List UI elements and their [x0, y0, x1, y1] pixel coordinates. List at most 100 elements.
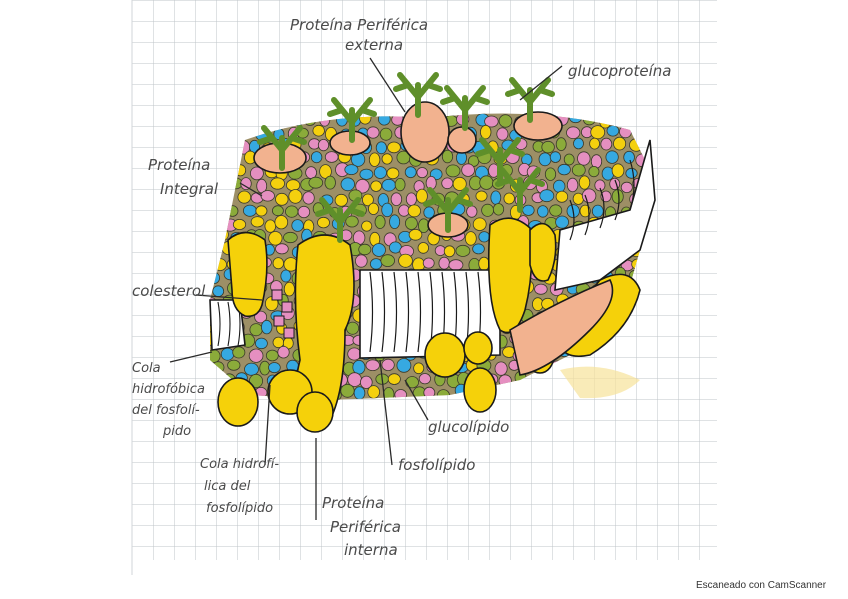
phospholipid-head — [566, 126, 581, 139]
phospholipid-head — [605, 150, 619, 164]
phospholipid-head — [590, 154, 603, 169]
phospholipid-head — [381, 153, 393, 165]
phospholipid-head — [291, 219, 304, 232]
phospholipid-head — [405, 376, 420, 389]
phospholipid-head — [386, 167, 400, 180]
phospholipid-head — [272, 336, 285, 349]
glycan-tree — [315, 197, 365, 243]
phospholipid-head — [347, 347, 362, 361]
phospholipid-head — [555, 215, 569, 229]
glycan-tree — [327, 97, 377, 143]
phospholipid-head — [237, 190, 252, 204]
phospholipid-head — [352, 359, 366, 375]
phospholipid-head — [248, 348, 264, 363]
peripheral-external-proteins — [253, 101, 614, 376]
glycan-tree — [423, 187, 473, 233]
phospholipid-head — [492, 203, 505, 216]
phospholipid-head — [340, 177, 356, 192]
phospholipid-head — [359, 375, 373, 389]
phospholipid-head — [324, 151, 339, 163]
phospholipid-head — [387, 373, 401, 385]
phospholipid-head — [365, 359, 380, 372]
phospholipid-head — [265, 349, 279, 362]
phospholipid-head — [317, 216, 330, 229]
phospholipid-head — [539, 189, 555, 203]
phospholipid-head — [484, 115, 499, 128]
phospholipid-head — [302, 191, 315, 205]
phospholipid-head — [394, 178, 406, 192]
phospholipid-head — [537, 205, 549, 218]
phospholipid-head — [472, 243, 485, 255]
phospholipid-head — [268, 362, 281, 374]
phospholipid-head — [250, 216, 265, 228]
phospholipid-head — [461, 163, 475, 177]
cholesterol — [271, 289, 295, 339]
phospholipid-head — [443, 245, 456, 258]
phospholipid-head — [416, 167, 428, 179]
phospholipid-head — [242, 204, 257, 217]
integral-protein-left — [227, 231, 268, 318]
phospholipid-head — [398, 253, 413, 268]
phospholipid-head — [549, 204, 563, 217]
phospholipid-head — [404, 216, 418, 230]
phospholipid-head — [496, 127, 509, 141]
label-glucoproteina: glucoproteína — [568, 62, 671, 80]
phospholipid-head — [594, 179, 606, 192]
phospholipid-head — [381, 202, 394, 218]
phospholipid-head — [588, 166, 600, 178]
phospholipid-head — [503, 192, 515, 205]
phospholipid-head — [227, 359, 241, 371]
phospholipid-head — [368, 152, 381, 167]
phospholipid-head — [381, 358, 395, 371]
phospholipid-head — [611, 163, 625, 178]
glycan-tree — [475, 137, 525, 183]
phospholipid-head — [310, 151, 323, 164]
phospholipid-head — [374, 214, 386, 229]
phospholipid-head — [270, 177, 286, 190]
phospholipid-head — [481, 203, 495, 217]
phospholipid-head — [613, 136, 627, 151]
phospholipid-head — [555, 137, 567, 152]
phospholipid-head — [418, 373, 431, 385]
label-glucolipido: glucolípido — [428, 418, 509, 436]
phospholipid-head — [297, 205, 311, 219]
phospholipid-head — [441, 149, 454, 164]
scanner-watermark: Escaneado con CamScanner — [696, 580, 827, 591]
phospholipid-head — [264, 219, 277, 233]
phospholipid-head — [389, 214, 401, 230]
peripheral-protein-4 — [447, 126, 477, 154]
phospholipid-head — [255, 205, 268, 217]
phospholipid-head — [354, 254, 368, 268]
glycan-chains — [257, 72, 555, 243]
phospholipid-head — [317, 139, 330, 152]
phospholipid-head — [466, 205, 478, 218]
phospholipid-head — [494, 361, 508, 376]
phospholipid-head — [538, 152, 552, 167]
label-proteina-periferica-interna: Proteína Periférica interna — [322, 494, 406, 559]
glycan-tree — [440, 85, 490, 131]
phospholipid-head — [285, 205, 299, 218]
label-proteina-integral: Proteína Integral — [148, 156, 219, 198]
phospholipid-head — [448, 259, 464, 271]
label-fosfolipido: fosfolípido — [398, 456, 475, 474]
phospholipid-head — [563, 153, 575, 166]
phospholipid-head — [288, 189, 303, 204]
phospholipid-head — [555, 190, 569, 203]
phospholipid-head — [478, 231, 491, 243]
phospholipid-head — [544, 167, 557, 181]
phospholipid-head — [312, 124, 325, 137]
phospholipid-head — [413, 362, 425, 375]
phospholipid-head — [285, 179, 301, 192]
glycan-tree — [505, 77, 555, 123]
glycan-tree — [393, 72, 443, 118]
glycan-tree — [495, 167, 545, 213]
phospholipid-head — [600, 137, 613, 151]
phospholipid-head — [452, 176, 467, 191]
phospholipid-head — [271, 205, 284, 217]
phospholipid-head — [534, 283, 548, 295]
peripheral-protein-7 — [509, 278, 614, 376]
phospholipid-head — [606, 125, 620, 137]
phospholipid-head — [275, 192, 289, 206]
phospholipid-head — [277, 346, 290, 359]
